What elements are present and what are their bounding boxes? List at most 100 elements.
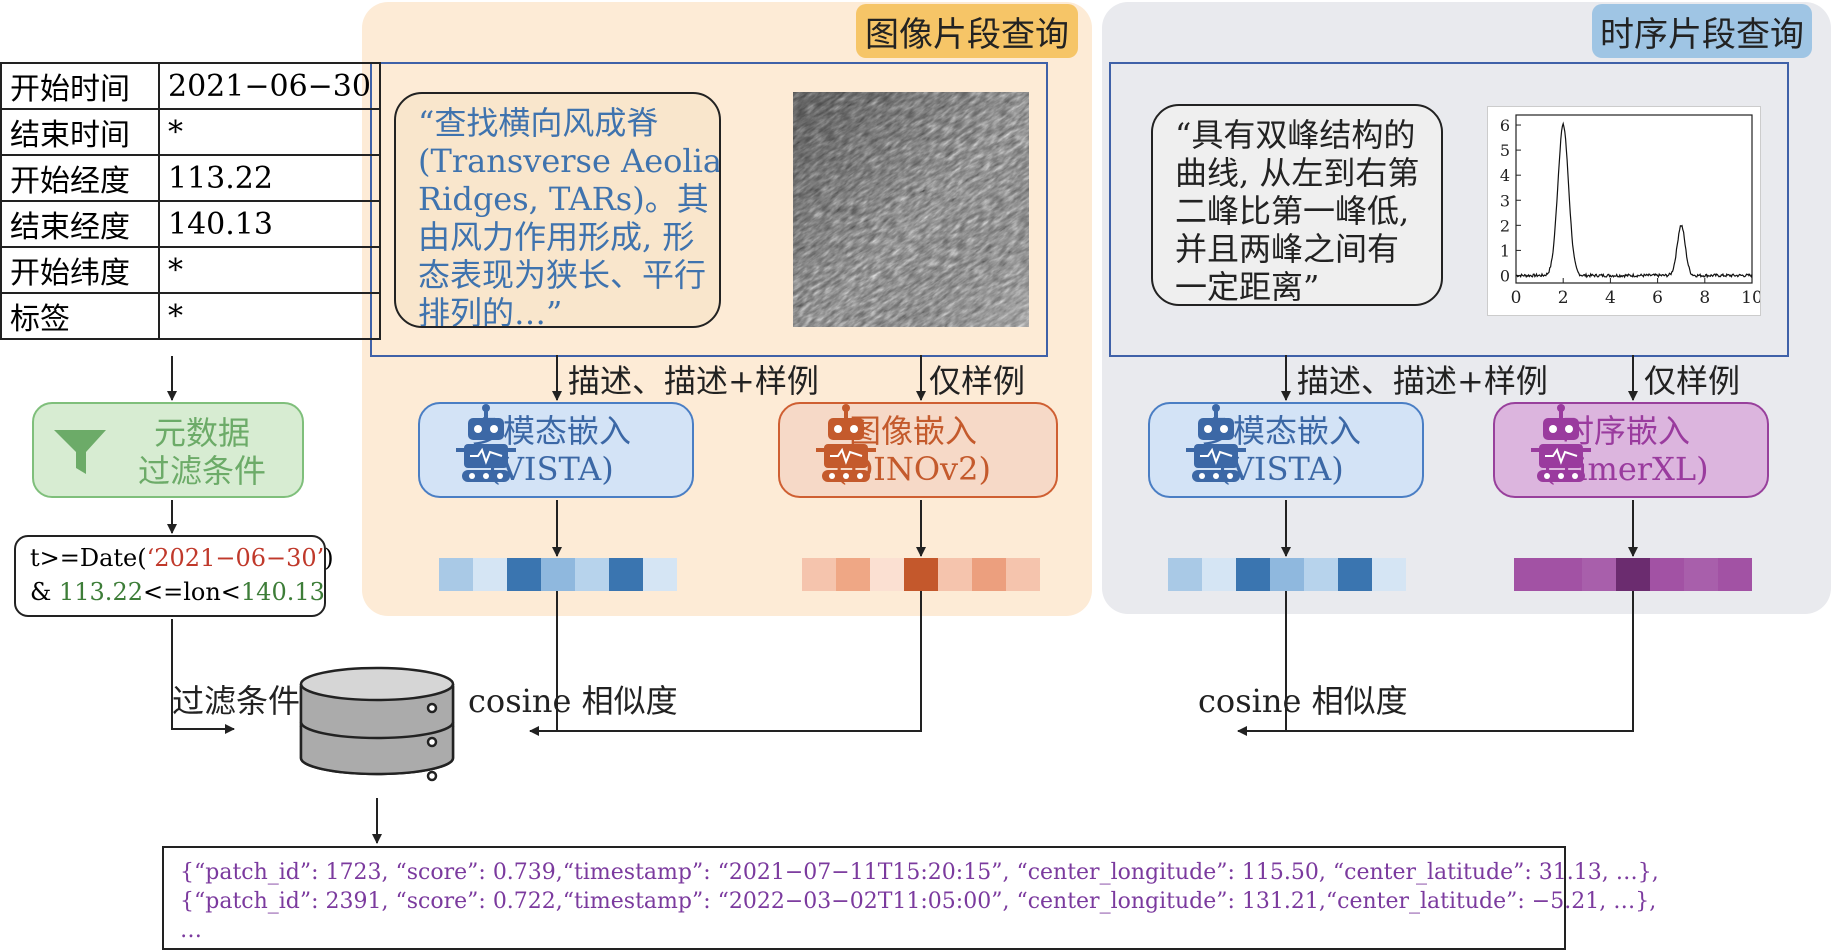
timeseries-embedder-timerxl: 时序嵌入 (TimerXL) <box>1493 402 1769 498</box>
metadata-value: 113.22 <box>158 154 381 202</box>
multimodal-embedder-vista-image: 多模态嵌入 (VISTA) <box>418 402 694 498</box>
robot-icon <box>816 404 876 482</box>
query-results-box: {“patch_id”: 1723, “score”: 0.739,“times… <box>162 846 1659 950</box>
metadata-value: 2021−06−30 <box>158 62 381 110</box>
x-tick-label: 10 <box>1741 288 1760 308</box>
x-tick-label: 0 <box>1511 288 1522 308</box>
vector-cell <box>870 558 904 591</box>
metadata-key: 标签 <box>0 292 160 340</box>
label-example-only-ts: 仅样例 <box>1644 362 1741 400</box>
x-tick-label: 4 <box>1605 288 1616 308</box>
vector-cell <box>1006 558 1040 591</box>
vector-cell <box>507 558 541 591</box>
timeseries-embedding-vector <box>1514 558 1752 591</box>
vector-cell <box>1304 558 1338 591</box>
timeseries-query-text-bubble: “具有双峰结构的 曲线, 从左到右第 二峰比第一峰低, 并且两峰之间有 一定距离… <box>1151 104 1443 306</box>
vector-cell <box>1372 558 1406 591</box>
result-line: {“patch_id”: 1723, “score”: 0.739,“times… <box>180 860 1659 885</box>
vector-cell <box>439 558 473 591</box>
table-row: 结束时间* <box>0 108 381 156</box>
vector-cell <box>1236 558 1270 591</box>
label-cosine-similarity-img: cosine 相似度 <box>468 682 678 720</box>
funnel-icon <box>54 430 106 474</box>
arrow-ts-similarity-output <box>1237 591 1634 736</box>
vector-cell <box>904 558 938 591</box>
series-line <box>1515 121 1753 279</box>
vector-cell <box>1548 558 1582 591</box>
metadata-value: * <box>158 108 381 156</box>
y-tick-label: 6 <box>1500 116 1510 135</box>
metadata-key: 开始时间 <box>0 62 160 110</box>
expr-text: t>=Date( <box>30 544 147 572</box>
multimodal-vector-timeseries <box>1168 558 1406 591</box>
arrow-expression-to-db <box>171 619 235 734</box>
vector-cell <box>802 558 836 591</box>
vector-cell <box>1718 558 1752 591</box>
vector-cell <box>1650 558 1684 591</box>
y-tick-label: 2 <box>1500 216 1510 235</box>
y-tick-label: 0 <box>1500 266 1510 285</box>
expr-date: ‘2021−06−30’ <box>146 544 325 572</box>
table-row: 标签* <box>0 292 381 340</box>
vector-cell <box>609 558 643 591</box>
timeseries-query-title: 时序片段查询 <box>1592 4 1812 58</box>
vector-cell <box>1616 558 1650 591</box>
robot-icon <box>1531 404 1591 482</box>
multimodal-vector-image <box>439 558 677 591</box>
vector-cell <box>643 558 677 591</box>
vector-cell <box>1582 558 1616 591</box>
vector-cell <box>473 558 507 591</box>
metadata-value: * <box>158 246 381 294</box>
vector-cell <box>1514 558 1548 591</box>
database-icon <box>299 666 455 782</box>
expr-min-lon: 113.22 <box>59 578 143 606</box>
arrow-similarity-to-db <box>529 591 922 736</box>
x-tick-label: 2 <box>1558 288 1569 308</box>
label-filter-condition: 过滤条件 <box>172 682 301 720</box>
vector-cell <box>1270 558 1304 591</box>
vector-cell <box>575 558 609 591</box>
label-cosine-similarity-ts: cosine 相似度 <box>1198 682 1408 720</box>
image-embedder-dinov2: 图像嵌入 (DINOv2) <box>778 402 1058 498</box>
metadata-key: 结束经度 <box>0 200 160 248</box>
label-description: 描述、描述+样例 <box>568 362 819 400</box>
filter-expression-line1: t>=Date(‘2021−06−30’) <box>30 541 334 575</box>
x-tick-label: 8 <box>1699 288 1710 308</box>
vector-cell <box>1202 558 1236 591</box>
label-description-ts: 描述、描述+样例 <box>1297 362 1548 400</box>
robot-icon <box>1186 404 1246 482</box>
vector-cell <box>1338 558 1372 591</box>
image-query-title: 图像片段查询 <box>856 4 1078 58</box>
y-tick-label: 5 <box>1500 141 1510 160</box>
vector-cell <box>541 558 575 591</box>
metadata-key: 开始纬度 <box>0 246 160 294</box>
y-tick-label: 4 <box>1500 166 1510 185</box>
expr-text: & <box>30 578 59 606</box>
y-tick-label: 3 <box>1500 191 1510 210</box>
vector-cell <box>972 558 1006 591</box>
plot-frame <box>1515 114 1753 284</box>
metadata-key: 结束时间 <box>0 108 160 156</box>
expr-max-lon: 140.13 <box>240 578 325 606</box>
filter-expression-box: t>=Date(‘2021−06−30’) & 113.22<=lon<140.… <box>14 535 334 617</box>
x-tick-label: 6 <box>1652 288 1663 308</box>
metadata-value: * <box>158 292 381 340</box>
label-example-only: 仅样例 <box>929 362 1026 400</box>
robot-icon <box>456 404 516 482</box>
image-embedding-vector <box>802 558 1040 591</box>
table-row: 开始纬度* <box>0 246 381 294</box>
vector-cell <box>836 558 870 591</box>
image-query-text-bubble: “查找横向风成脊 (Transverse Aeolian Ridges, TAR… <box>394 92 721 328</box>
multimodal-embedder-vista-timeseries: 多模态嵌入 (VISTA) <box>1148 402 1424 498</box>
aeolian-ridge-sample-image <box>793 92 1029 327</box>
expr-text: <=lon< <box>142 578 241 606</box>
vector-cell <box>1168 558 1202 591</box>
